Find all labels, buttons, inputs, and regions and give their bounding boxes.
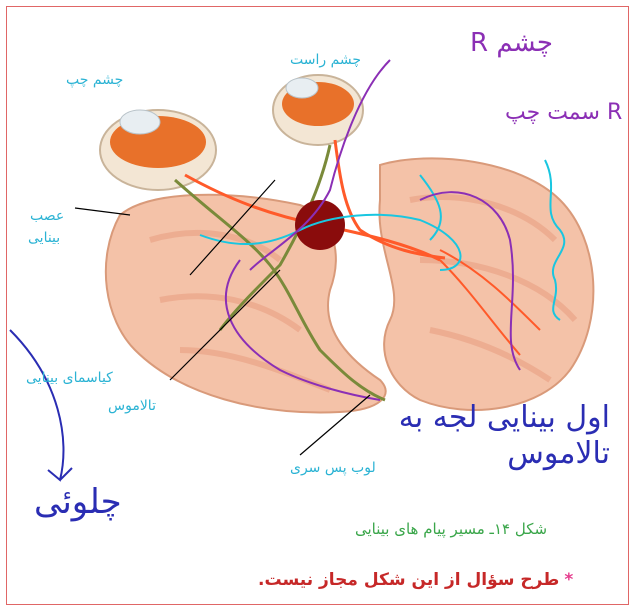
right-eye-label: چشم راست [290,52,361,68]
handwritten-note-top-right-2: R سمت چپ [505,100,622,125]
warning-text: طرح سؤال از این شکل مجاز نیست. [258,570,559,590]
thalamus-label: تالاموس [108,398,156,414]
ink-black-pointer-3 [75,208,130,215]
handwritten-note-top-right: چشم R [470,28,553,58]
optic-chiasm-label: کیاسمای بینایی [26,370,113,386]
occipital-lobe-label: لوب پس سری [290,460,376,476]
brain-right-hemisphere [379,158,593,410]
handwritten-note-left: چلوئی [34,482,122,522]
warning-line: * طرح سؤال از این شکل مجاز نیست. [258,570,573,590]
figure-caption: شکل ۱۴ـ مسیر پیام های بینایی [355,520,547,538]
right-eye [273,75,363,145]
ink-blue-arrow-left [10,330,72,480]
optic-nerve-label-line1: عصب [30,208,64,224]
handwritten-note-center: اول بینایی لجه به تالاموس [370,400,610,472]
warning-star: * [564,570,573,590]
optic-nerve-label-line2: بینایی [28,230,60,246]
left-eye-label: چشم چپ [66,72,123,88]
left-eye [100,110,216,190]
